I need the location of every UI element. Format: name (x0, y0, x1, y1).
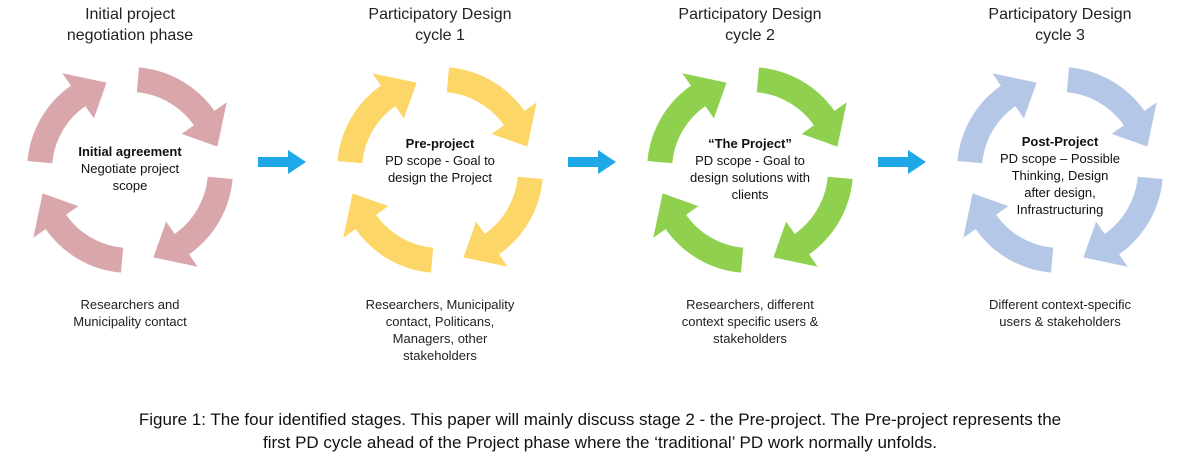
participants-label: Researchers, different context specific … (620, 296, 880, 347)
stage-title: Initial project negotiation phase (0, 4, 260, 46)
participants-line: context specific users & (681, 314, 819, 329)
participants-line: Managers, other (392, 331, 488, 346)
cycle-arrow-bottom-right (773, 176, 853, 267)
stage-initial-negotiation: Initial project negotiation phase Initia… (0, 0, 260, 400)
cycle-arrow-bottom-left (343, 193, 434, 273)
center-heading: Pre-project (405, 136, 475, 151)
flow-arrow-shape (878, 150, 926, 174)
stage-title-line: cycle 1 (415, 27, 465, 44)
cycle-arrow-bottom-left (653, 193, 744, 273)
flow-arrow-1 (258, 150, 306, 174)
center-line: Infrastructuring (1016, 202, 1104, 217)
cycle-arrow-bottom-left (33, 193, 124, 273)
center-line: Thinking, Design (1011, 168, 1109, 183)
center-heading: Initial agreement (78, 144, 182, 159)
stage-title-line: cycle 3 (1035, 27, 1085, 44)
stage-pd-cycle-3: Participatory Design cycle 3 Post-Projec… (930, 0, 1190, 400)
stage-pd-cycle-1: Participatory Design cycle 1 Pre-project… (310, 0, 570, 400)
cycle-arrow-top-left (337, 73, 417, 164)
cycle-diagram (27, 67, 233, 273)
stage-title-line: Participatory Design (988, 6, 1132, 23)
cycle-arrow-bottom-right (1083, 176, 1163, 267)
participants-line: stakeholders (403, 348, 477, 363)
participants-line: Researchers, different (686, 297, 814, 312)
stage-title-line: negotiation phase (66, 27, 194, 44)
center-line: Negotiate project (80, 161, 180, 176)
participants-line: stakeholders (713, 331, 787, 346)
stage-pd-cycle-2: Participatory Design cycle 2 “The Projec… (620, 0, 880, 400)
center-line: clients (731, 187, 769, 202)
cycle-diagram (957, 67, 1163, 273)
participants-line: Different context-specific (988, 297, 1132, 312)
center-heading: “The Project” (708, 136, 792, 151)
cycle-center-text: Pre-project PD scope - Goal to design th… (350, 135, 530, 186)
stage-title-line: Participatory Design (678, 6, 822, 23)
figure-caption: Figure 1: The four identified stages. Th… (10, 408, 1190, 454)
participants-label: Researchers and Municipality contact (0, 296, 260, 330)
cycle-arrow-top-right (756, 67, 847, 147)
stage-title: Participatory Design cycle 1 (310, 4, 570, 46)
center-line: PD scope - Goal to (695, 153, 805, 168)
participants-label: Different context-specific users & stake… (930, 296, 1190, 330)
cycle-arrow-top-left (647, 73, 727, 164)
center-line: design solutions with (690, 170, 810, 185)
cycle-center-text: Initial agreement Negotiate project scop… (40, 143, 220, 194)
flow-arrow-3 (878, 150, 926, 174)
flow-arrow-shape (568, 150, 616, 174)
cycle-arrow-top-left (957, 73, 1037, 164)
cycle-arrow-top-right (446, 67, 537, 147)
cycle-center-text: Post-Project PD scope – Possible Thinkin… (970, 133, 1150, 218)
cycle-diagram (647, 67, 853, 273)
cycle-arrow-top-right (1066, 67, 1157, 147)
center-line: PD scope – Possible (1000, 151, 1120, 166)
center-line: design the Project (387, 170, 493, 185)
cycle-arrow-bottom-left (963, 193, 1054, 273)
stage-title-line: cycle 2 (725, 27, 775, 44)
stage-title-line: Participatory Design (368, 6, 512, 23)
participants-label: Researchers, Municipality contact, Polit… (310, 296, 570, 364)
participants-line: users & stakeholders (999, 314, 1121, 329)
participants-line: Researchers and (80, 297, 180, 312)
stage-title-line: Initial project (85, 6, 175, 23)
stage-title: Participatory Design cycle 3 (930, 4, 1190, 46)
cycle-arrow-top-right (136, 67, 227, 147)
cycle-arrow-bottom-right (153, 176, 233, 267)
center-line: PD scope - Goal to (385, 153, 495, 168)
participants-line: Researchers, Municipality (365, 297, 515, 312)
flow-arrow-2 (568, 150, 616, 174)
participants-line: Municipality contact (73, 314, 187, 329)
participants-line: contact, Politicans, (385, 314, 495, 329)
flow-arrow-shape (258, 150, 306, 174)
cycle-diagram (337, 67, 543, 273)
cycle-center-text: “The Project” PD scope - Goal to design … (660, 135, 840, 203)
center-line: after design, (1024, 185, 1096, 200)
cycle-arrow-bottom-right (463, 176, 543, 267)
caption-line: first PD cycle ahead of the Project phas… (262, 433, 938, 452)
center-line: scope (112, 178, 148, 193)
center-heading: Post-Project (1021, 134, 1099, 149)
caption-line: Figure 1: The four identified stages. Th… (138, 410, 1062, 429)
cycle-arrow-top-left (27, 73, 107, 164)
stage-title: Participatory Design cycle 2 (620, 4, 880, 46)
